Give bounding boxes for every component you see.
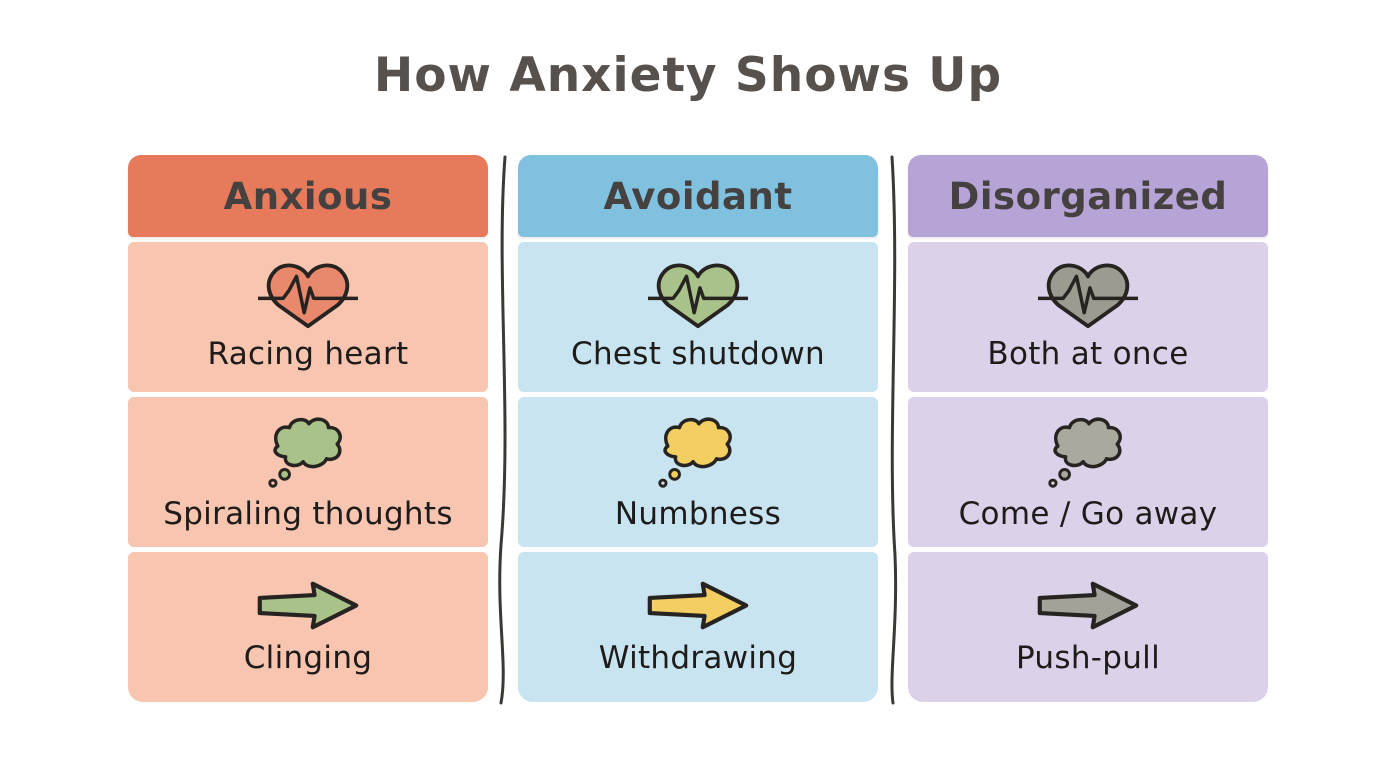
column-divider: [488, 155, 518, 705]
cell-withdrawing: Withdrawing: [518, 552, 878, 702]
cell-racing-heart: Racing heart: [128, 242, 488, 392]
column-header-label: Avoidant: [603, 174, 793, 218]
cell-come-go-away: Come / Go away: [908, 397, 1268, 547]
column-anxious: Anxious Racing heart Spiraling thoughts …: [128, 155, 488, 702]
cell-label: Chest shutdown: [571, 336, 825, 372]
comparison-board: Anxious Racing heart Spiraling thoughts …: [128, 155, 1268, 705]
thought-cloud-icon: [264, 413, 352, 489]
arrow-right-icon: [646, 578, 750, 633]
column-anxious-header: Anxious: [128, 155, 488, 237]
page-title: How Anxiety Shows Up: [373, 48, 1003, 103]
divider-wavy-line: [498, 155, 507, 705]
column-disorganized: Disorganized Both at once Come / Go away…: [908, 155, 1268, 702]
divider-wavy-line: [890, 155, 898, 705]
column-header-label: Disorganized: [948, 174, 1228, 218]
column-disorganized-header: Disorganized: [908, 155, 1268, 237]
cell-spiraling-thoughts: Spiraling thoughts: [128, 397, 488, 547]
column-divider: [878, 155, 908, 705]
cell-label: Spiraling thoughts: [163, 495, 453, 532]
column-avoidant-header: Avoidant: [518, 155, 878, 237]
column-avoidant: Avoidant Chest shutdown Numbness Withdra…: [518, 155, 878, 702]
arrow-right-icon: [1036, 578, 1140, 633]
cell-label: Withdrawing: [598, 640, 798, 676]
cell-chest-shutdown: Chest shutdown: [518, 242, 878, 392]
arrow-right-icon: [256, 578, 360, 633]
cell-label: Come / Go away: [958, 495, 1218, 532]
heartbeat-icon: [648, 262, 748, 329]
cell-label: Numbness: [614, 495, 782, 532]
cell-numbness: Numbness: [518, 397, 878, 547]
heartbeat-icon: [1038, 262, 1138, 329]
cell-label: Racing heart: [207, 336, 409, 372]
heartbeat-icon: [258, 262, 358, 329]
cell-push-pull: Push-pull: [908, 552, 1268, 702]
thought-cloud-icon: [654, 413, 742, 489]
cell-label: Both at once: [987, 336, 1189, 372]
cell-clinging: Clinging: [128, 552, 488, 702]
cell-both-at-once: Both at once: [908, 242, 1268, 392]
cell-label: Clinging: [243, 640, 373, 676]
cell-label: Push-pull: [1015, 640, 1161, 676]
column-header-label: Anxious: [223, 174, 393, 218]
thought-cloud-icon: [1044, 413, 1132, 489]
